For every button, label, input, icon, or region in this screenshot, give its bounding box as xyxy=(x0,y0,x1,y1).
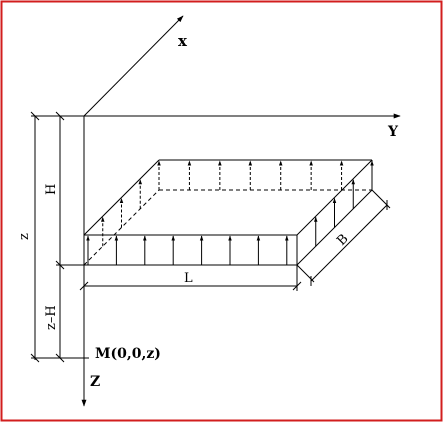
tick xyxy=(55,111,65,121)
b-dimension-line xyxy=(310,204,388,282)
x-axis-label: x xyxy=(178,32,188,50)
b-dimension xyxy=(296,189,391,286)
x-axis-line xyxy=(83,15,184,117)
z-minus-h-dimension-label: z–H xyxy=(44,305,59,330)
top-left-edge xyxy=(83,159,160,236)
tick xyxy=(55,260,65,270)
h-dimension-label: H xyxy=(44,184,59,195)
y-axis-label: Y xyxy=(387,124,399,140)
tick xyxy=(55,353,65,363)
z-dimension-label: z xyxy=(17,233,32,240)
top-right-edge xyxy=(296,159,373,236)
tick xyxy=(30,353,40,363)
tick xyxy=(79,281,89,291)
bottom-left-edge xyxy=(83,189,160,266)
tick xyxy=(292,281,302,291)
b-dimension-label: B xyxy=(334,231,351,248)
vertical-dimensions xyxy=(30,111,84,363)
load-arrows xyxy=(86,160,374,265)
m-point-label: M(0,0,z) xyxy=(95,346,161,362)
l-dimension-label: L xyxy=(184,271,193,286)
z-axis-label: Z xyxy=(90,374,100,390)
load-rectangle xyxy=(83,159,373,266)
tick xyxy=(30,111,40,121)
l-dimension xyxy=(79,265,302,291)
